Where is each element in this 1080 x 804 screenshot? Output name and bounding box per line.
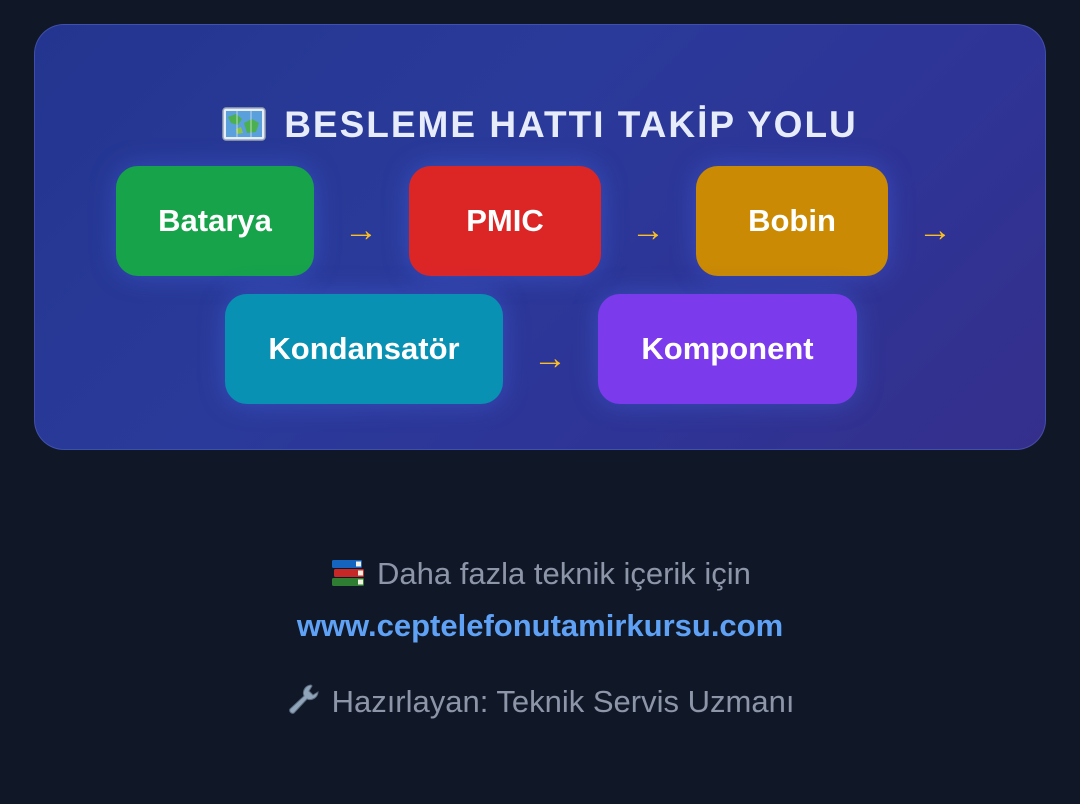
flow-arrow: → [631, 211, 665, 249]
node-label: PMIC [466, 203, 544, 238]
node-label: Bobin [748, 203, 836, 238]
info-text: Daha fazla teknik içerik için [377, 556, 751, 591]
power-line-diagram-card: BESLEME HATTI TAKİP YOLU Batarya → PMIC … [34, 24, 1046, 450]
flow-arrow: → [918, 211, 952, 249]
node-label: Kondansatör [268, 331, 460, 366]
node-batarya: Batarya [116, 166, 314, 276]
author-text: Hazırlayan: Teknik Servis Uzmanı [331, 684, 795, 719]
books-icon [332, 560, 365, 586]
node-pmic: PMIC [409, 166, 601, 276]
flow-arrow: → [533, 339, 567, 377]
node-label: Batarya [158, 203, 272, 238]
node-kondansator: Kondansatör [225, 294, 503, 404]
diagram-title: BESLEME HATTI TAKİP YOLU [35, 103, 1045, 147]
diagram-title-text: BESLEME HATTI TAKİP YOLU [284, 104, 858, 145]
flow-arrow: → [344, 211, 378, 249]
map-icon [222, 107, 266, 141]
node-label: Komponent [641, 331, 814, 366]
website-link[interactable]: www.ceptelefonutamirkursu.com [296, 608, 784, 643]
author-line: Hazırlayan: Teknik Servis Uzmanı [0, 682, 1080, 722]
info-line: Daha fazla teknik içerik için [0, 554, 1080, 594]
website-line: www.ceptelefonutamirkursu.com [0, 606, 1080, 646]
wrench-icon [288, 684, 319, 714]
node-komponent: Komponent [598, 294, 857, 404]
node-bobin: Bobin [696, 166, 888, 276]
